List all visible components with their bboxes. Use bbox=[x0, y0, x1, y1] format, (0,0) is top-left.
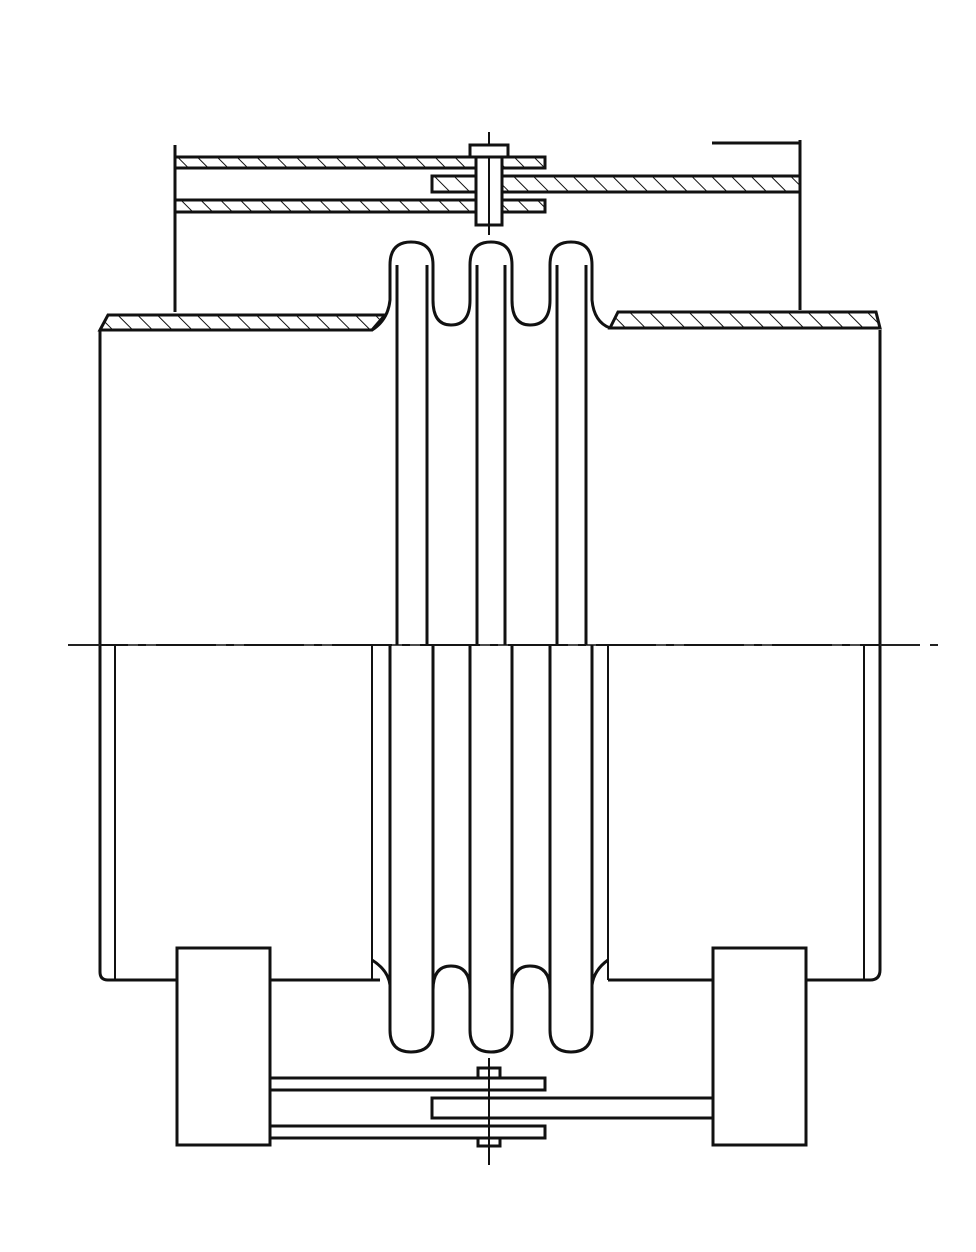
bottom-tie-rod-assembly bbox=[175, 946, 808, 1165]
right-tie-plate bbox=[430, 174, 802, 194]
bellows bbox=[371, 240, 611, 1054]
upper-tie-bar bbox=[268, 1076, 547, 1092]
lower-tie-bar bbox=[268, 1124, 547, 1140]
left-pipe bbox=[97, 313, 389, 982]
top-tie-rod-assembly bbox=[173, 132, 802, 312]
top-nut bbox=[468, 143, 510, 159]
right-pipe bbox=[607, 310, 882, 982]
left-lug bbox=[175, 946, 272, 1147]
right-lug bbox=[711, 946, 808, 1147]
upper-tie-plate bbox=[173, 155, 547, 170]
lower-tie-plate bbox=[173, 198, 547, 214]
middle-tie-bar bbox=[430, 1096, 715, 1120]
right-pipe-wall bbox=[607, 310, 882, 330]
left-pipe-wall bbox=[97, 313, 389, 332]
